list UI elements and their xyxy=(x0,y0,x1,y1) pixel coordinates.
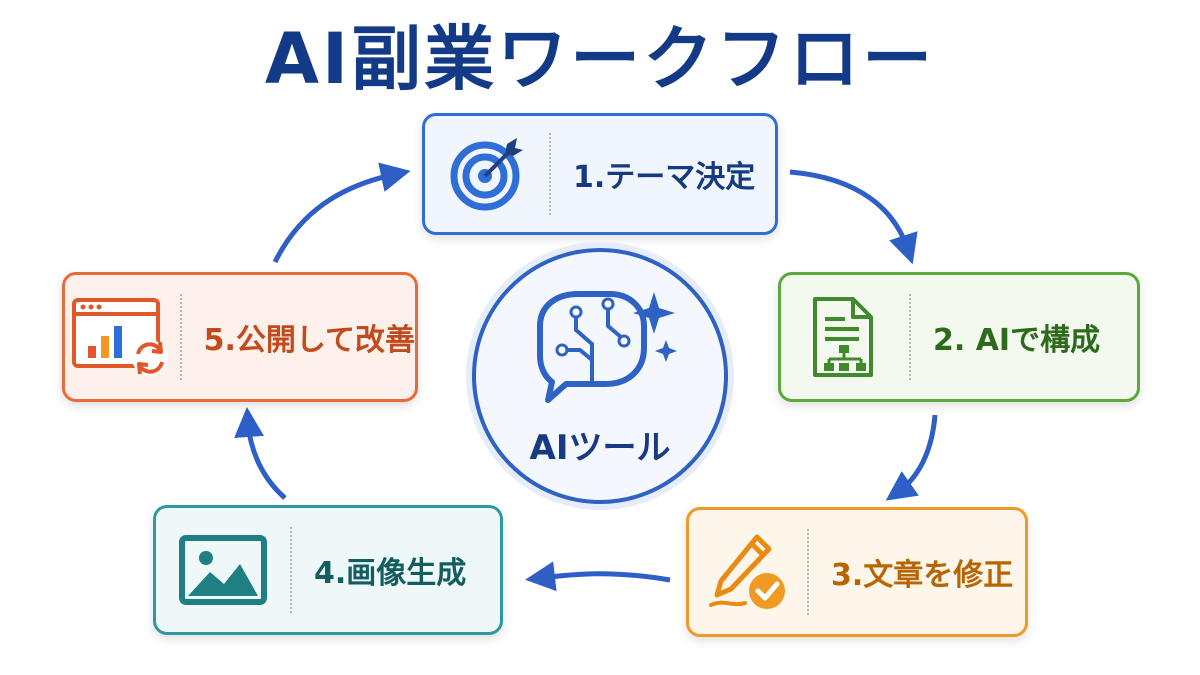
pen-check-icon xyxy=(689,510,807,634)
step-label-2: 2. AIで構成 xyxy=(933,323,1101,358)
arrow-4-to-5 xyxy=(234,407,287,500)
sparkle-icon xyxy=(633,292,675,334)
analytics-refresh-icon xyxy=(65,275,180,399)
step-card-2: 2. AIで構成 xyxy=(778,272,1140,402)
arrow-5-to-1 xyxy=(272,162,411,264)
ai-chat-circuit-icon xyxy=(537,291,677,403)
arrow-3-to-4 xyxy=(525,561,671,592)
card-divider xyxy=(179,293,182,381)
document-structure-icon xyxy=(781,275,909,399)
step-label-1: 1.テーマ決定 xyxy=(573,160,756,195)
diagram-title: AI副業ワークフロー xyxy=(264,18,936,100)
step-label-4: 4.画像生成 xyxy=(314,556,467,591)
card-divider xyxy=(549,133,551,215)
arrow-1-to-2 xyxy=(789,169,918,265)
sparkle-icon xyxy=(655,340,677,362)
center-ai-tool: AIツール xyxy=(472,248,728,504)
step-label-5: 5.公開して改善 xyxy=(203,323,415,358)
card-divider xyxy=(290,526,292,614)
step-card-4: 4.画像生成 xyxy=(153,505,503,635)
image-icon xyxy=(156,508,290,632)
arrow-2-to-3 xyxy=(885,414,938,501)
card-divider xyxy=(909,293,911,381)
step-card-1: 1.テーマ決定 xyxy=(422,113,778,235)
center-label: AIツール xyxy=(529,428,671,468)
step-label-3: 3.文章を修正 xyxy=(831,558,1014,593)
target-icon xyxy=(425,116,549,232)
step-card-5: 5.公開して改善 xyxy=(62,272,418,402)
card-divider xyxy=(807,528,809,616)
step-card-3: 3.文章を修正 xyxy=(686,507,1028,637)
